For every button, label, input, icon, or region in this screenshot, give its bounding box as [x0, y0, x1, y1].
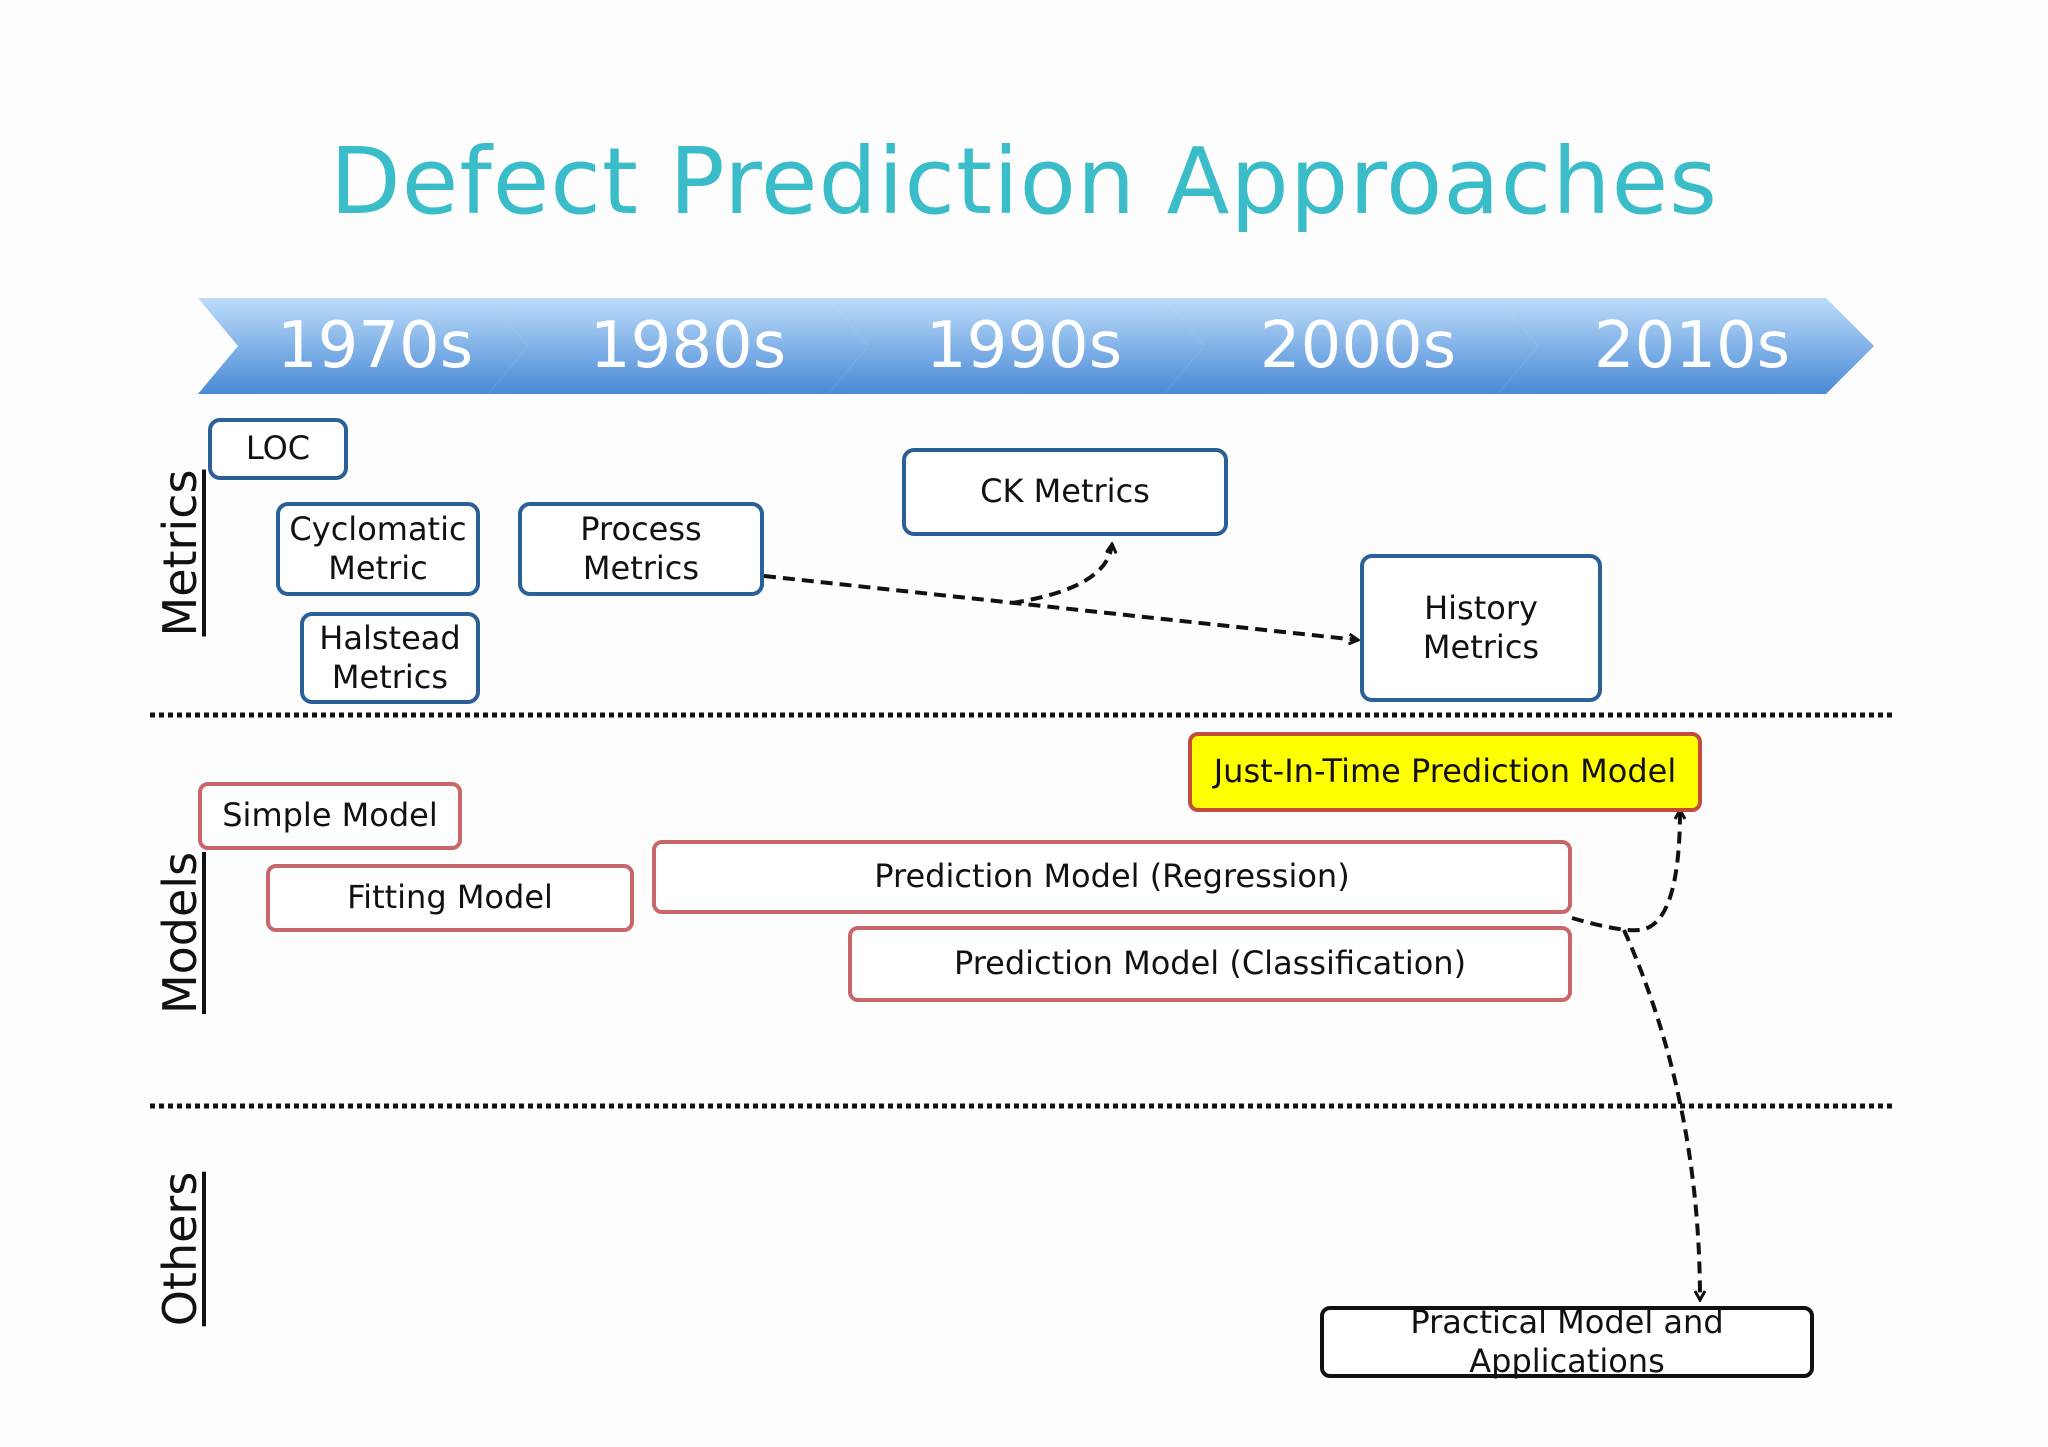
section-label-models: Models [153, 851, 207, 1015]
model-box-simple: Simple Model [198, 782, 462, 850]
page-title: Defect Prediction Approaches [329, 128, 1719, 235]
timeline-label-2000s: 2000s [1259, 309, 1457, 383]
model-box-classification: Prediction Model (Classification) [848, 926, 1572, 1002]
model-box-regression: Prediction Model (Regression) [652, 840, 1572, 914]
chevron-2000s [1164, 298, 1538, 394]
section-label-metrics: Metrics [153, 469, 207, 637]
chevron-1990s [828, 298, 1204, 394]
chevron-1980s [488, 298, 868, 394]
chevron-2010s [1498, 298, 1874, 394]
arrow-regression-to-jit [1571, 810, 1680, 933]
section-label-others: Others [153, 1171, 207, 1327]
metric-box-history: History Metrics [1360, 554, 1602, 702]
metric-box-loc: LOC [208, 418, 348, 480]
timeline-label-1990s: 1990s [925, 309, 1123, 383]
metric-box-ck: CK Metrics [902, 448, 1228, 536]
metric-box-cyclomatic: Cyclomatic Metric [276, 502, 480, 596]
timeline-label-2010s: 2010s [1593, 309, 1791, 383]
model-box-just-in-time: Just-In-Time Prediction Model [1188, 732, 1702, 812]
timeline-label-1980s: 1980s [589, 309, 787, 383]
model-box-fitting: Fitting Model [266, 864, 634, 932]
timeline [198, 298, 1874, 394]
metric-box-halstead: Halstead Metrics [300, 612, 480, 704]
arrow-process-to-history [763, 574, 1358, 640]
timeline-label-1970s: 1970s [276, 309, 474, 383]
chevron-1970s [198, 298, 528, 394]
metric-box-process: Process Metrics [518, 502, 764, 596]
other-box-practical: Practical Model and Applications [1320, 1303, 1814, 1380]
arrow-regression-to-practical [1622, 929, 1700, 1300]
arrow-process-to-ck [1011, 544, 1112, 605]
